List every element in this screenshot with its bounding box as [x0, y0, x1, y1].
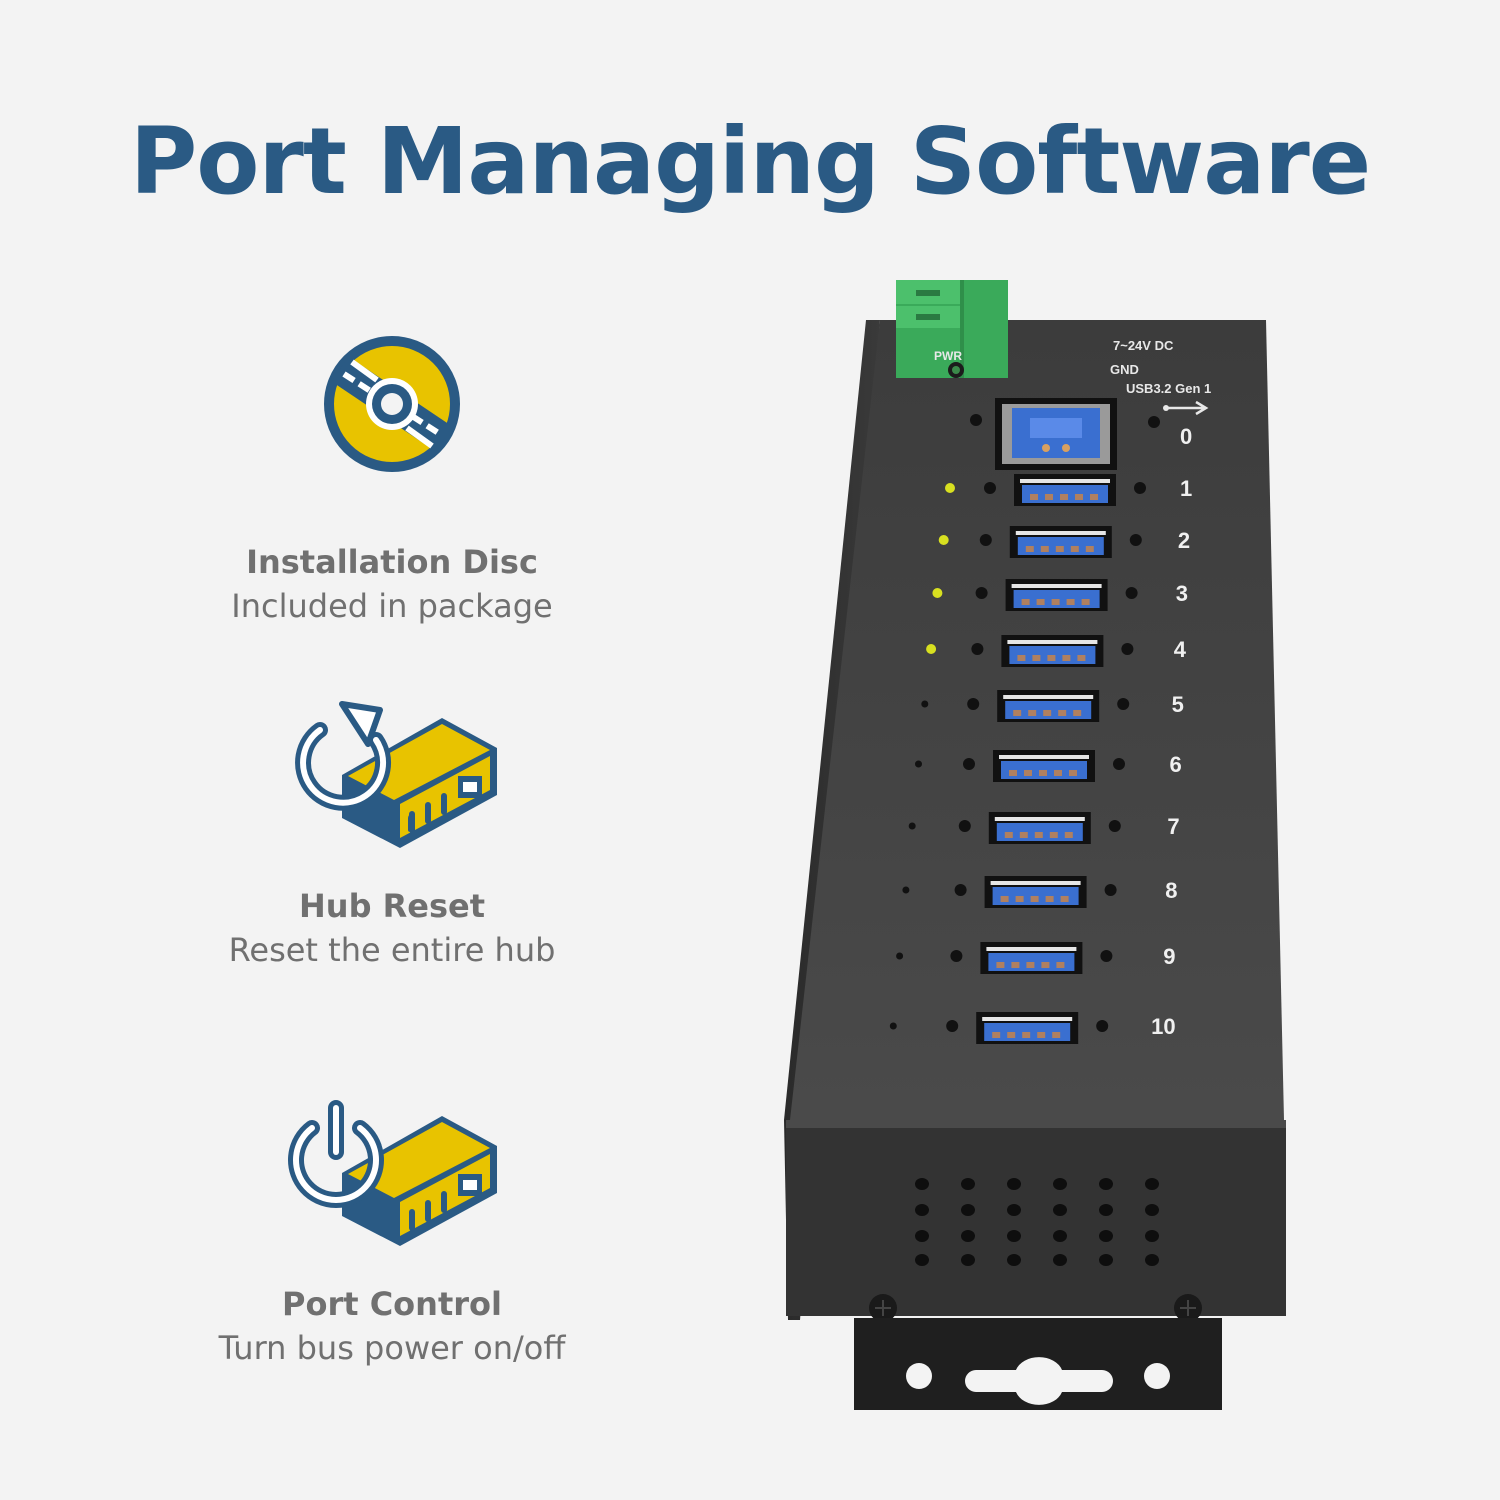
feature-installation-disc: Installation Disc Included in package [182, 334, 602, 628]
usb-port-1 [945, 474, 1146, 506]
led-on-indicator [938, 535, 949, 545]
led-off-indicator [889, 1022, 897, 1030]
usb-port-2 [938, 526, 1142, 558]
feature-subtitle: Included in package [231, 587, 553, 625]
usb-port-10 [889, 1012, 1109, 1044]
port-number-9: 9 [1163, 944, 1176, 969]
port-number-3: 3 [1175, 581, 1189, 606]
usb-port-4 [926, 635, 1134, 667]
feature-title: Hub Reset [299, 887, 485, 925]
led-off-indicator [902, 886, 910, 894]
port-number-8: 8 [1165, 878, 1178, 903]
feature-title: Installation Disc [246, 543, 538, 581]
led-off-indicator [908, 822, 916, 830]
usb-port-8 [902, 876, 1117, 908]
led-off-indicator [915, 760, 922, 768]
usb-port-5 [921, 690, 1130, 722]
port-number-6: 6 [1169, 752, 1182, 777]
installation-disc-icon [324, 336, 460, 472]
page-title: Port Managing Software [129, 108, 1371, 215]
port-number-4: 4 [1173, 637, 1186, 662]
led-off-indicator [921, 700, 929, 708]
feature-port-control: Port Control Turn bus power on/off [182, 1098, 602, 1370]
usb-spec-label: USB3.2 Gen 1 [1126, 381, 1212, 396]
feature-subtitle: Reset the entire hub [228, 931, 556, 969]
port-number-10: 10 [1151, 1014, 1176, 1039]
port-control-power-icon [288, 1100, 497, 1246]
feature-hub-reset: Hub Reset Reset the entire hub [182, 700, 602, 972]
feature-title: Port Control [282, 1285, 502, 1323]
usb-hub-product: PWR 7~24V DC GND USB3.2 Gen 1 0 1 2 3 4 5 6 7 8… [780, 278, 1300, 1418]
usb-hub-body [784, 280, 1286, 1410]
port-number-1: 1 [1180, 476, 1193, 501]
port-number-0: 0 [1180, 424, 1193, 449]
led-on-indicator [932, 588, 943, 598]
led-on-indicator [945, 483, 955, 493]
port-number-2: 2 [1177, 528, 1191, 553]
usb-port-7 [908, 812, 1121, 844]
hub-reset-icon [295, 701, 497, 848]
port-number-7: 7 [1167, 814, 1180, 839]
usb-port-3 [932, 579, 1138, 611]
usb-port-9 [896, 942, 1113, 974]
pwr-label: PWR [934, 349, 962, 363]
feature-subtitle: Turn bus power on/off [218, 1329, 566, 1367]
voltage-label: 7~24V DC [1113, 338, 1174, 353]
led-off-indicator [896, 952, 904, 960]
port-number-5: 5 [1171, 692, 1184, 717]
led-on-indicator [926, 644, 937, 654]
gnd-label: GND [1110, 362, 1139, 377]
usb-port-6 [915, 750, 1125, 782]
